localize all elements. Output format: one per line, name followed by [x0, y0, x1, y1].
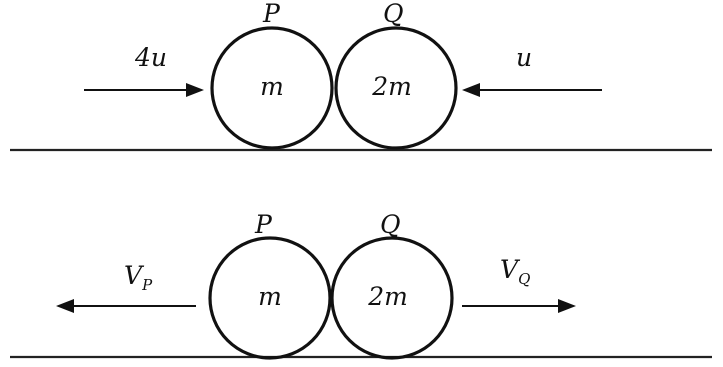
- ball-q-label-before: Q: [383, 0, 404, 28]
- before-collision-scene: P m Q 2m 4u u: [10, 0, 712, 152]
- ball-p-after: [208, 236, 332, 360]
- velocity-label-q-subscript: Q: [518, 270, 530, 288]
- velocity-label-p-main: V: [124, 261, 145, 290]
- after-collision-scene: P m Q 2m VP VQ: [10, 210, 712, 360]
- ball-q-mass-before: 2m: [371, 72, 412, 101]
- ball-p-mass-after: m: [258, 282, 282, 311]
- ball-p-mass-before: m: [260, 72, 284, 101]
- velocity-label-q-main: V: [500, 255, 521, 284]
- velocity-label-p-after: VP: [124, 261, 153, 294]
- velocity-arrow-q-after: [462, 299, 576, 313]
- velocity-label-p-before: 4u: [134, 43, 167, 72]
- velocity-arrow-p-before: [84, 83, 204, 97]
- ball-p-label-after: P: [254, 210, 273, 239]
- velocity-label-q-after: VQ: [500, 255, 530, 288]
- ball-q-label-after: Q: [380, 210, 401, 239]
- ball-q-after: [330, 236, 454, 360]
- ball-q-mass-after: 2m: [367, 282, 408, 311]
- velocity-label-p-subscript: P: [141, 276, 153, 294]
- velocity-label-q-before: u: [516, 43, 532, 72]
- ball-q-before: [334, 26, 458, 150]
- ball-p-before: [210, 26, 334, 150]
- ball-p-label-before: P: [262, 0, 281, 28]
- velocity-arrow-p-after: [56, 299, 196, 313]
- velocity-arrow-q-before: [462, 83, 602, 97]
